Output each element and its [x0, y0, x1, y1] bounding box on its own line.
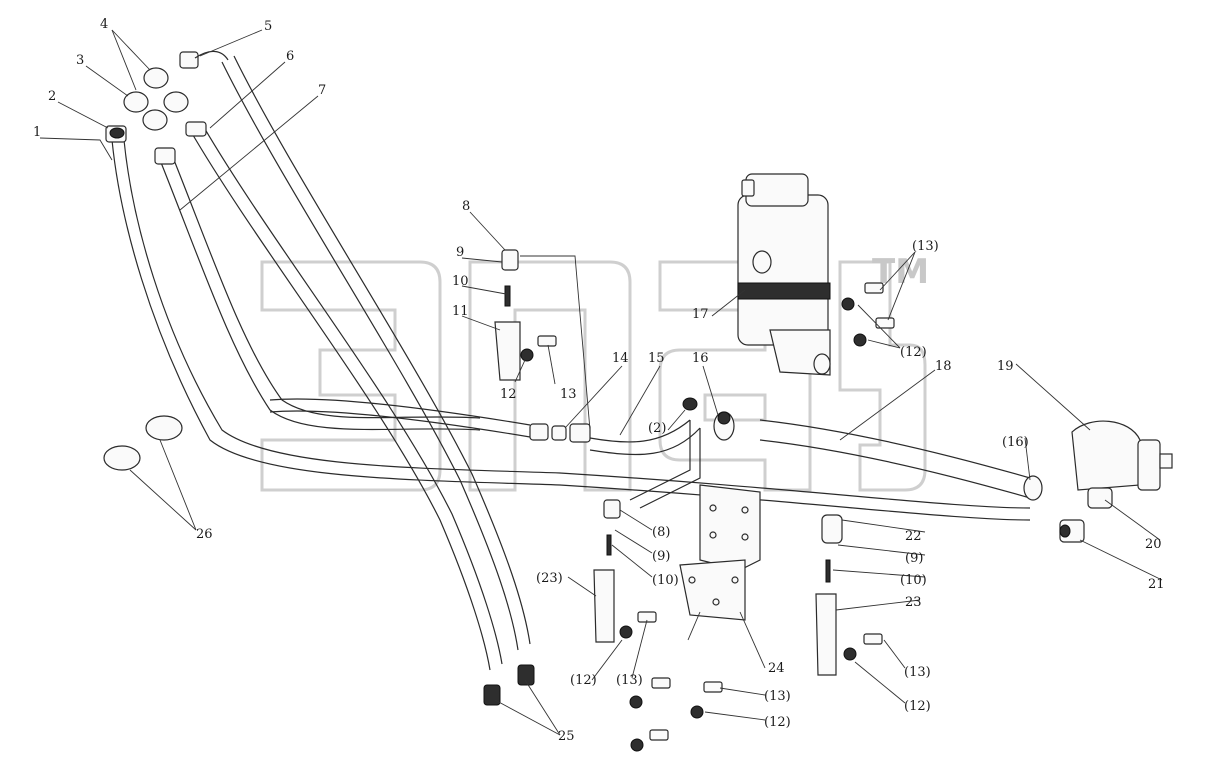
callout-17: 17	[692, 307, 709, 322]
callout-12d: (12)	[570, 673, 597, 688]
callout-23: 23	[905, 595, 922, 610]
reservoir-17	[737, 173, 831, 376]
callout-10: 10	[452, 274, 469, 289]
callout-21: 21	[1148, 577, 1165, 592]
pump-19	[1071, 420, 1173, 509]
callout-25: 25	[558, 729, 575, 744]
bracket-11	[494, 249, 557, 381]
callout-16b: (16)	[1002, 435, 1029, 450]
hose-18	[759, 419, 1031, 499]
callout-10b: (10)	[900, 573, 927, 588]
callout-10c: (10)	[652, 573, 679, 588]
callout-5: 5	[264, 19, 272, 34]
callout-19: 19	[997, 359, 1014, 374]
callout-8: 8	[462, 199, 470, 214]
callout-13d: (13)	[616, 673, 643, 688]
callout-3: 3	[76, 53, 84, 68]
callout-13: 13	[560, 387, 577, 402]
callout-15: 15	[648, 351, 665, 366]
callout-24: 24	[768, 661, 785, 676]
callout-26: 26	[196, 527, 213, 542]
callout-4: 4	[100, 17, 108, 32]
callout-12c: (12)	[904, 699, 931, 714]
callout-6: 6	[286, 49, 294, 64]
clamp-16	[713, 411, 735, 441]
clamp-16b	[1023, 475, 1043, 501]
callout-13e: (13)	[764, 689, 791, 704]
hose-14	[269, 398, 531, 438]
callout-9c: (9)	[652, 549, 670, 564]
callout-13c: (13)	[904, 665, 931, 680]
bracket-23-right	[815, 514, 883, 676]
callout-11: 11	[452, 304, 469, 319]
hose-5	[221, 55, 531, 651]
callout-7: 7	[318, 83, 326, 98]
callout-2b: (2)	[648, 421, 666, 436]
bracket-23-left	[593, 499, 657, 643]
rings-26	[103, 415, 183, 471]
fittings-cluster	[105, 50, 229, 165]
hose-1	[111, 139, 1031, 521]
fittings-25	[483, 664, 535, 706]
callout-labels: 1 2 3 4 5 6 7 8 9 10 11 12 13 14 15 16 (…	[33, 17, 1165, 744]
bolts-nuts	[629, 282, 895, 752]
callout-9b: (9)	[905, 551, 923, 566]
fitting-21	[1059, 519, 1085, 543]
callout-2: 2	[48, 89, 56, 104]
callout-18: 18	[935, 359, 952, 374]
callout-22: 22	[905, 529, 922, 544]
callout-8b: (8)	[652, 525, 670, 540]
callout-12e: (12)	[764, 715, 791, 730]
callout-9: 9	[456, 245, 464, 260]
callout-23b: (23)	[536, 571, 563, 586]
callout-13b: (13)	[912, 239, 939, 254]
hose-union	[529, 423, 591, 443]
hose-15	[589, 419, 701, 509]
hose-6	[189, 123, 503, 671]
bracket-24	[679, 484, 761, 621]
clamp-2	[682, 397, 698, 411]
leader-lines	[39, 29, 1163, 736]
callout-14: 14	[612, 351, 629, 366]
callout-12b: (12)	[900, 345, 927, 360]
callout-1: 1	[33, 125, 41, 140]
callout-20: 20	[1145, 537, 1162, 552]
callout-16: 16	[692, 351, 709, 366]
callout-12: 12	[500, 387, 517, 402]
